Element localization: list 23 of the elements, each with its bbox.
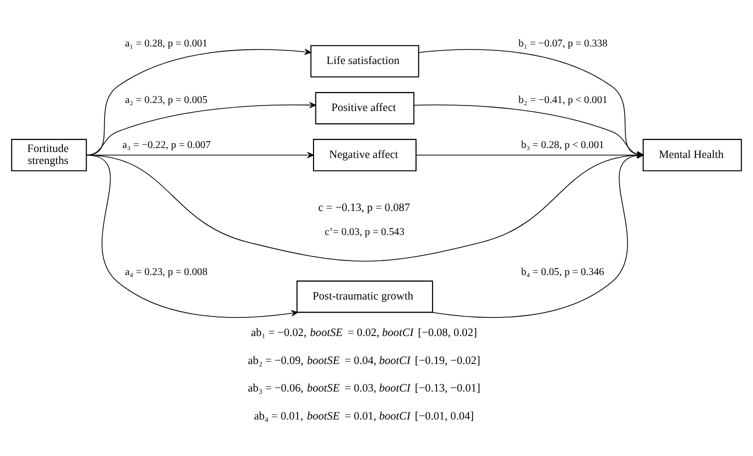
edge-label: a₂ = 0.23, p = 0.005 bbox=[125, 94, 208, 106]
edge-label: b₄ = 0.05, p = 0.346 bbox=[521, 266, 604, 278]
edge-label: b₃ = 0.28, p < 0.001 bbox=[521, 140, 604, 151]
edge-label: a₃ = −0.22, p = 0.007 bbox=[122, 140, 211, 151]
node-box: Life satisfaction bbox=[310, 44, 420, 77]
edge-label: a₁ = 0.28, p = 0.001 bbox=[125, 38, 208, 50]
edge-label: a₄ = 0.23, p = 0.008 bbox=[125, 266, 208, 278]
arrow bbox=[86, 151, 314, 158]
node-box: Negative affect bbox=[313, 138, 417, 171]
edge-label: b₂ = −0.41, p < 0.001 bbox=[518, 94, 608, 106]
edge-label: c’= 0.03, p = 0.543 bbox=[324, 226, 404, 238]
label: c = −0.13, p = 0.087 bbox=[318, 202, 410, 214]
node-box: Mental Health bbox=[642, 138, 742, 171]
label: ab₂ = −0.09, bootSE = 0.04, bootCI [−0.19, −0.02] bbox=[248, 354, 480, 366]
node-box: Fortitude strengths bbox=[11, 138, 87, 171]
arrow bbox=[86, 48, 312, 155]
edge-label: b₁ = −0.07, p = 0.338 bbox=[518, 38, 608, 50]
node-box: Positive affect bbox=[315, 92, 414, 124]
node-box: Post-traumatic growth bbox=[296, 280, 434, 312]
label: ab₁ = −0.02, bootSE = 0.02, bootCI [−0.08, 0.02] bbox=[250, 326, 477, 339]
label: ab₃ = −0.06, bootSE = 0.03, bootCI [−0.13, −0.01] bbox=[248, 382, 480, 394]
arrow bbox=[86, 101, 316, 155]
label: ab₄ = 0.01, bootSE = 0.01, bootCI [−0.01, 0.04] bbox=[254, 410, 474, 422]
